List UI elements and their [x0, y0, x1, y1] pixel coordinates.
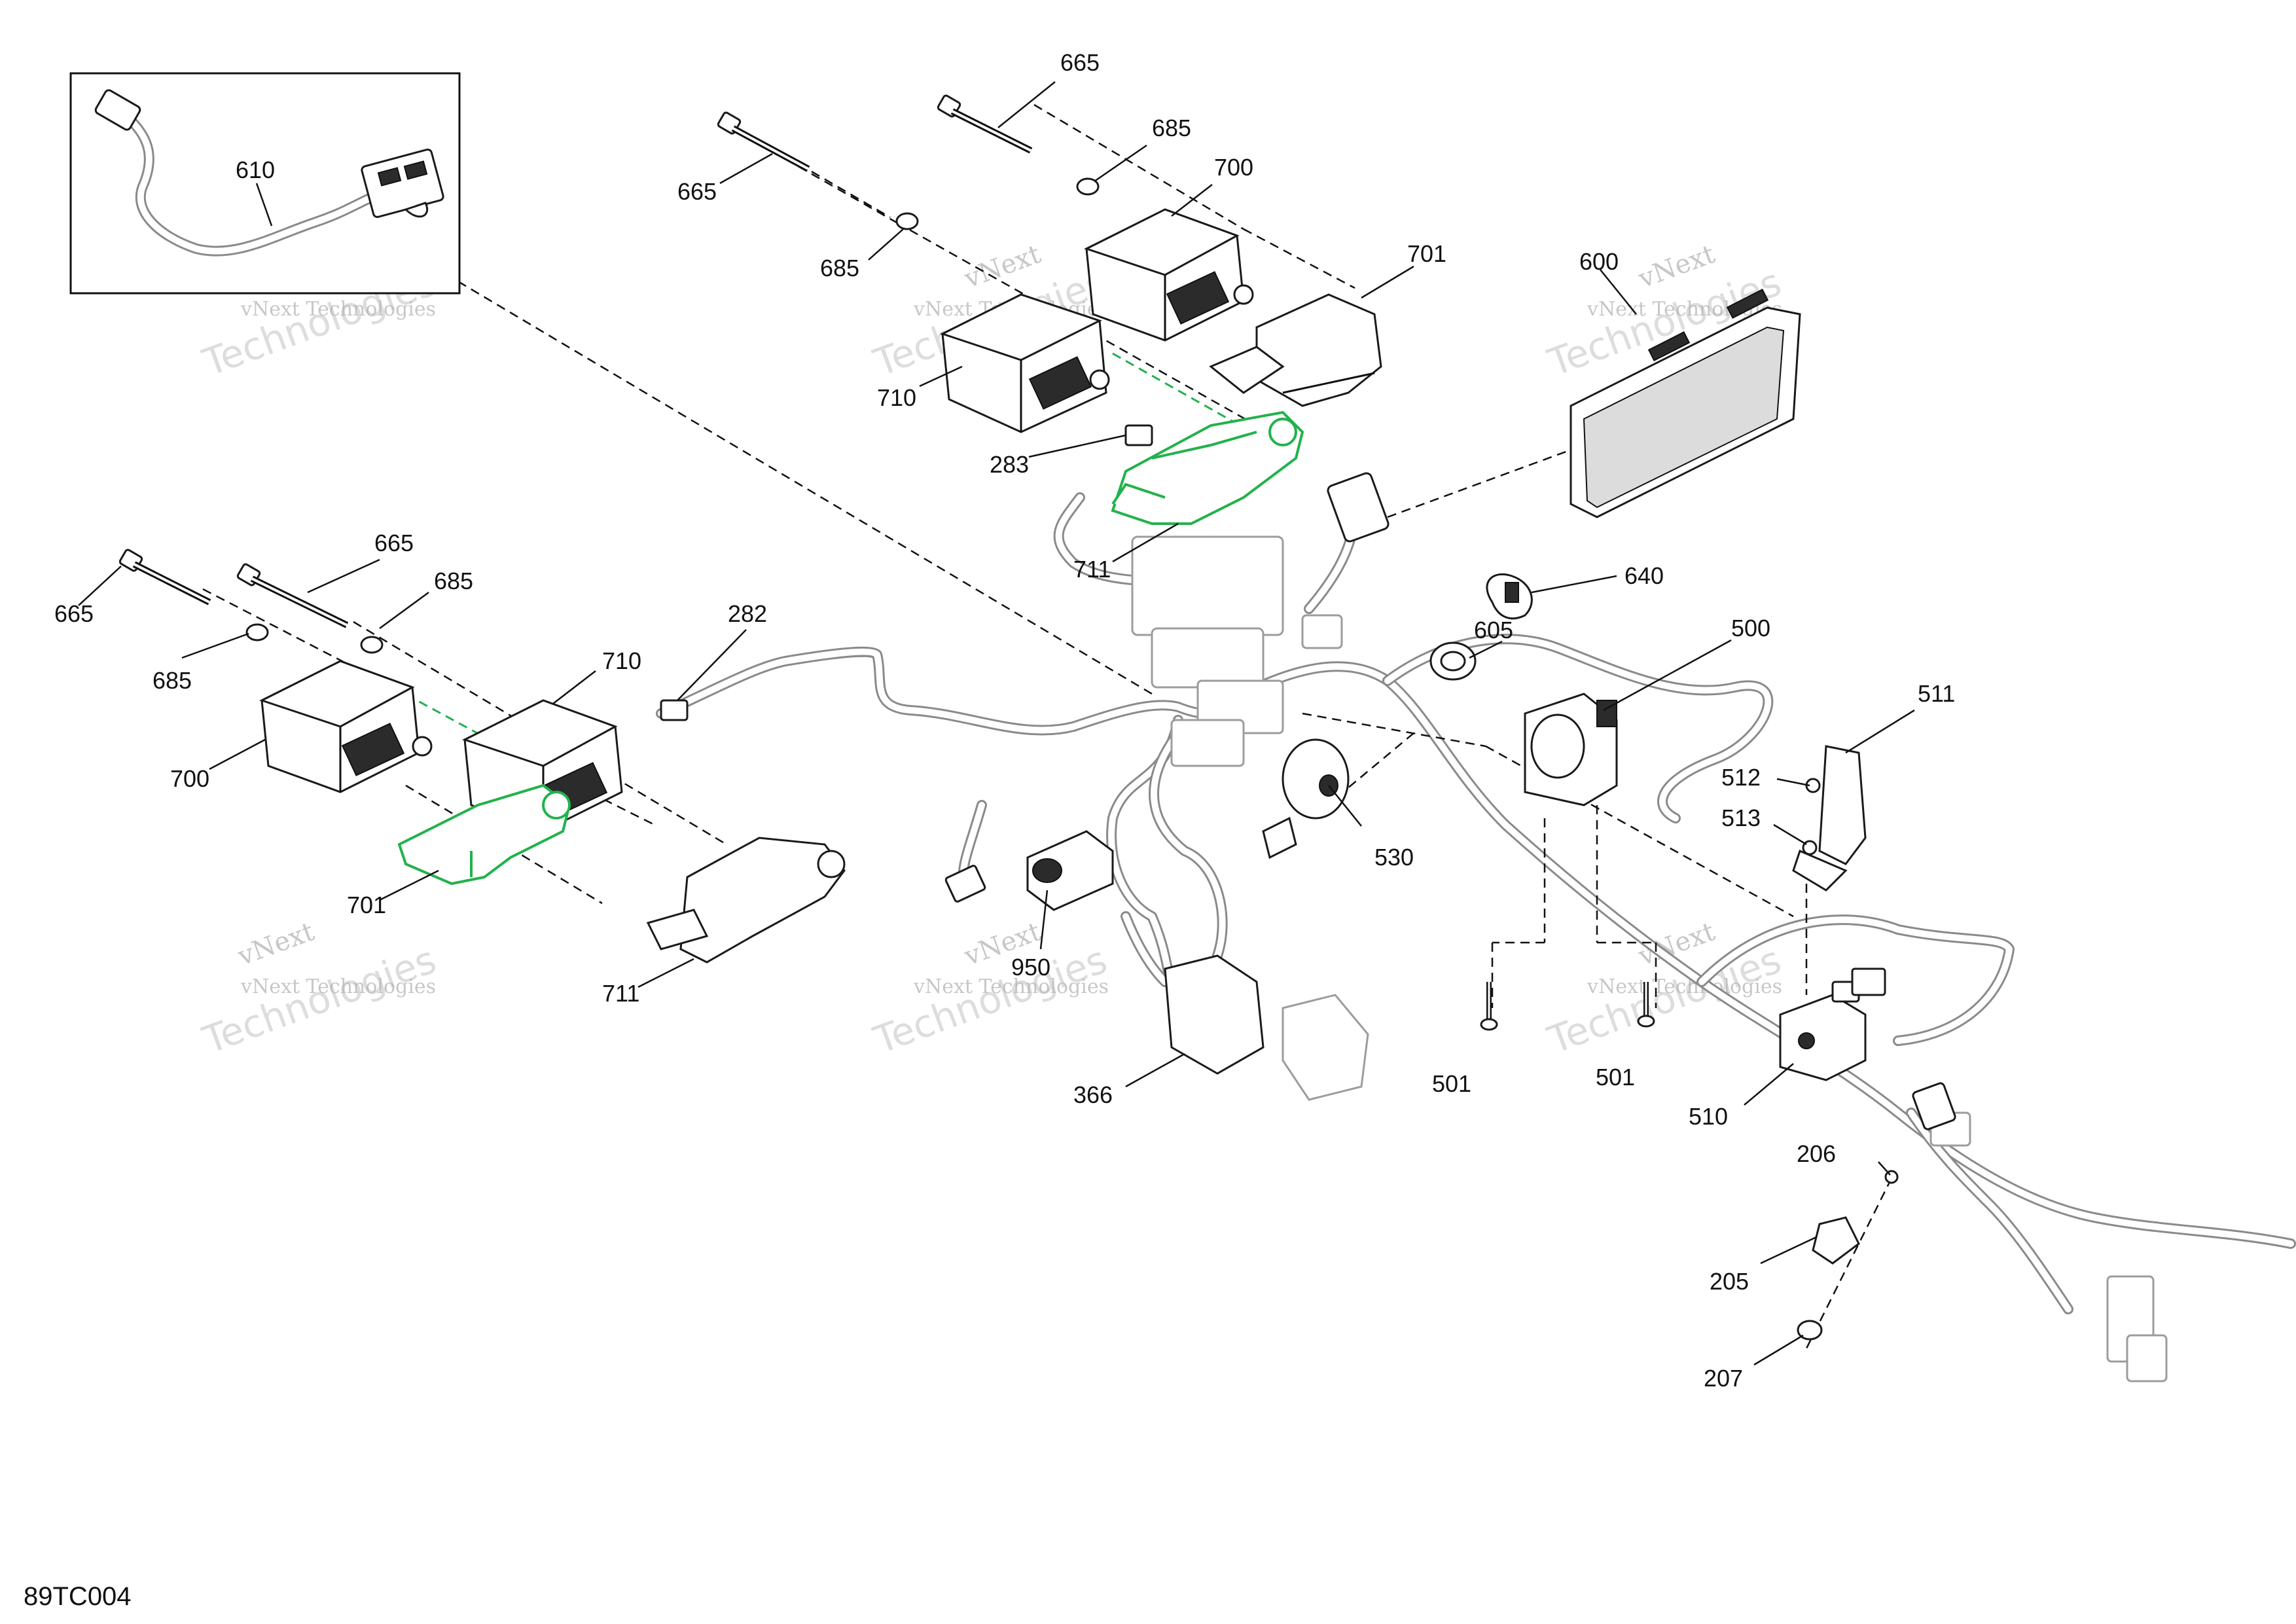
- callout-685: 685: [1152, 115, 1191, 141]
- callout-510: 510: [1689, 1103, 1728, 1130]
- bracket-701-green: [397, 784, 571, 886]
- washer-685: [245, 623, 269, 641]
- callout-665: 665: [54, 600, 94, 627]
- connector-283: [1124, 424, 1153, 446]
- connector-block: [1301, 614, 1343, 649]
- callout-501: 501: [1596, 1064, 1635, 1091]
- clip-205: [1812, 1216, 1860, 1265]
- callout-labels: 610 665 665 685 685 700 701 710 600 283 …: [54, 49, 1955, 1392]
- connector-block: [2126, 1334, 2168, 1382]
- ring-605-inner: [1440, 651, 1466, 672]
- callout-610: 610: [236, 156, 275, 183]
- watermark-text: Technologies: [197, 937, 442, 1063]
- screw-501: [1637, 982, 1655, 1028]
- callout-710: 710: [602, 647, 641, 674]
- display-600: [1570, 289, 1801, 518]
- callout-501: 501: [1432, 1070, 1471, 1097]
- callout-600: 600: [1579, 248, 1619, 275]
- watermark-text: vNext Technologies: [913, 975, 1109, 998]
- watermark-text: vNext: [234, 916, 318, 972]
- inset-box-610: [69, 72, 461, 295]
- callout-665: 665: [677, 178, 717, 205]
- bolt-665: [236, 563, 349, 628]
- connector-282: [660, 699, 689, 721]
- connector-block: [1170, 719, 1245, 767]
- callout-513: 513: [1721, 804, 1761, 831]
- sensor-530: [1262, 738, 1350, 859]
- bracket-711: [646, 837, 846, 964]
- bolt-665: [717, 111, 810, 172]
- bolt-665: [937, 94, 1033, 154]
- callout-605: 605: [1474, 617, 1513, 643]
- callout-700: 700: [170, 765, 209, 792]
- callout-283: 283: [990, 451, 1029, 478]
- callout-500: 500: [1731, 615, 1770, 641]
- callout-711: 711: [1073, 556, 1111, 583]
- watermark-text: vNext Technologies: [240, 298, 436, 321]
- socket-950: [944, 830, 1114, 911]
- callout-701: 701: [347, 892, 386, 918]
- callout-512: 512: [1721, 764, 1761, 791]
- screw-501: [1480, 982, 1498, 1031]
- control-module-710: [940, 293, 1110, 433]
- harness-connector: [94, 89, 141, 131]
- callout-710: 710: [877, 384, 916, 411]
- bracket-511: [1792, 745, 1867, 892]
- connector-block: [1131, 535, 1284, 636]
- callout-665: 665: [1060, 49, 1100, 76]
- callout-640: 640: [1624, 562, 1664, 589]
- bracket-701: [1209, 293, 1382, 407]
- callout-685: 685: [820, 255, 859, 281]
- washer-207: [1797, 1320, 1823, 1341]
- control-module-700: [259, 660, 433, 793]
- bolt-665: [118, 549, 211, 605]
- callout-685: 685: [152, 667, 192, 694]
- leader-lines: [78, 81, 1915, 1366]
- connector-366: [1164, 954, 1369, 1101]
- callout-665: 665: [374, 530, 414, 556]
- harness-connector: [1912, 1082, 1956, 1130]
- callout-205: 205: [1710, 1268, 1749, 1295]
- callout-207: 207: [1704, 1365, 1743, 1392]
- callout-366: 366: [1073, 1081, 1113, 1108]
- washer-685: [360, 636, 384, 654]
- display-connector: [1327, 472, 1390, 543]
- callout-530: 530: [1374, 844, 1414, 871]
- watermark-text: vNext Technologies: [1587, 975, 1782, 998]
- diagram-code: 89TC004: [24, 1582, 132, 1611]
- callout-950: 950: [1011, 954, 1050, 981]
- control-module-700: [1084, 208, 1254, 342]
- connector-block: [1151, 627, 1265, 689]
- bracket-711-green: [1111, 410, 1304, 525]
- callout-685: 685: [434, 568, 473, 594]
- main-wiring-harness: [656, 492, 2296, 1382]
- washer-685: [895, 212, 919, 230]
- module-510: [1779, 967, 1886, 1081]
- switch-640: [1486, 573, 1533, 620]
- callout-511: 511: [1918, 680, 1955, 707]
- callout-701: 701: [1407, 240, 1446, 267]
- callout-206: 206: [1797, 1140, 1836, 1167]
- module-500: [1524, 693, 1618, 806]
- callout-282: 282: [728, 600, 767, 627]
- callout-711: 711: [602, 980, 639, 1007]
- washer-685: [1076, 177, 1100, 196]
- callout-700: 700: [1214, 154, 1253, 181]
- watermark-text: vNext Technologies: [240, 975, 436, 998]
